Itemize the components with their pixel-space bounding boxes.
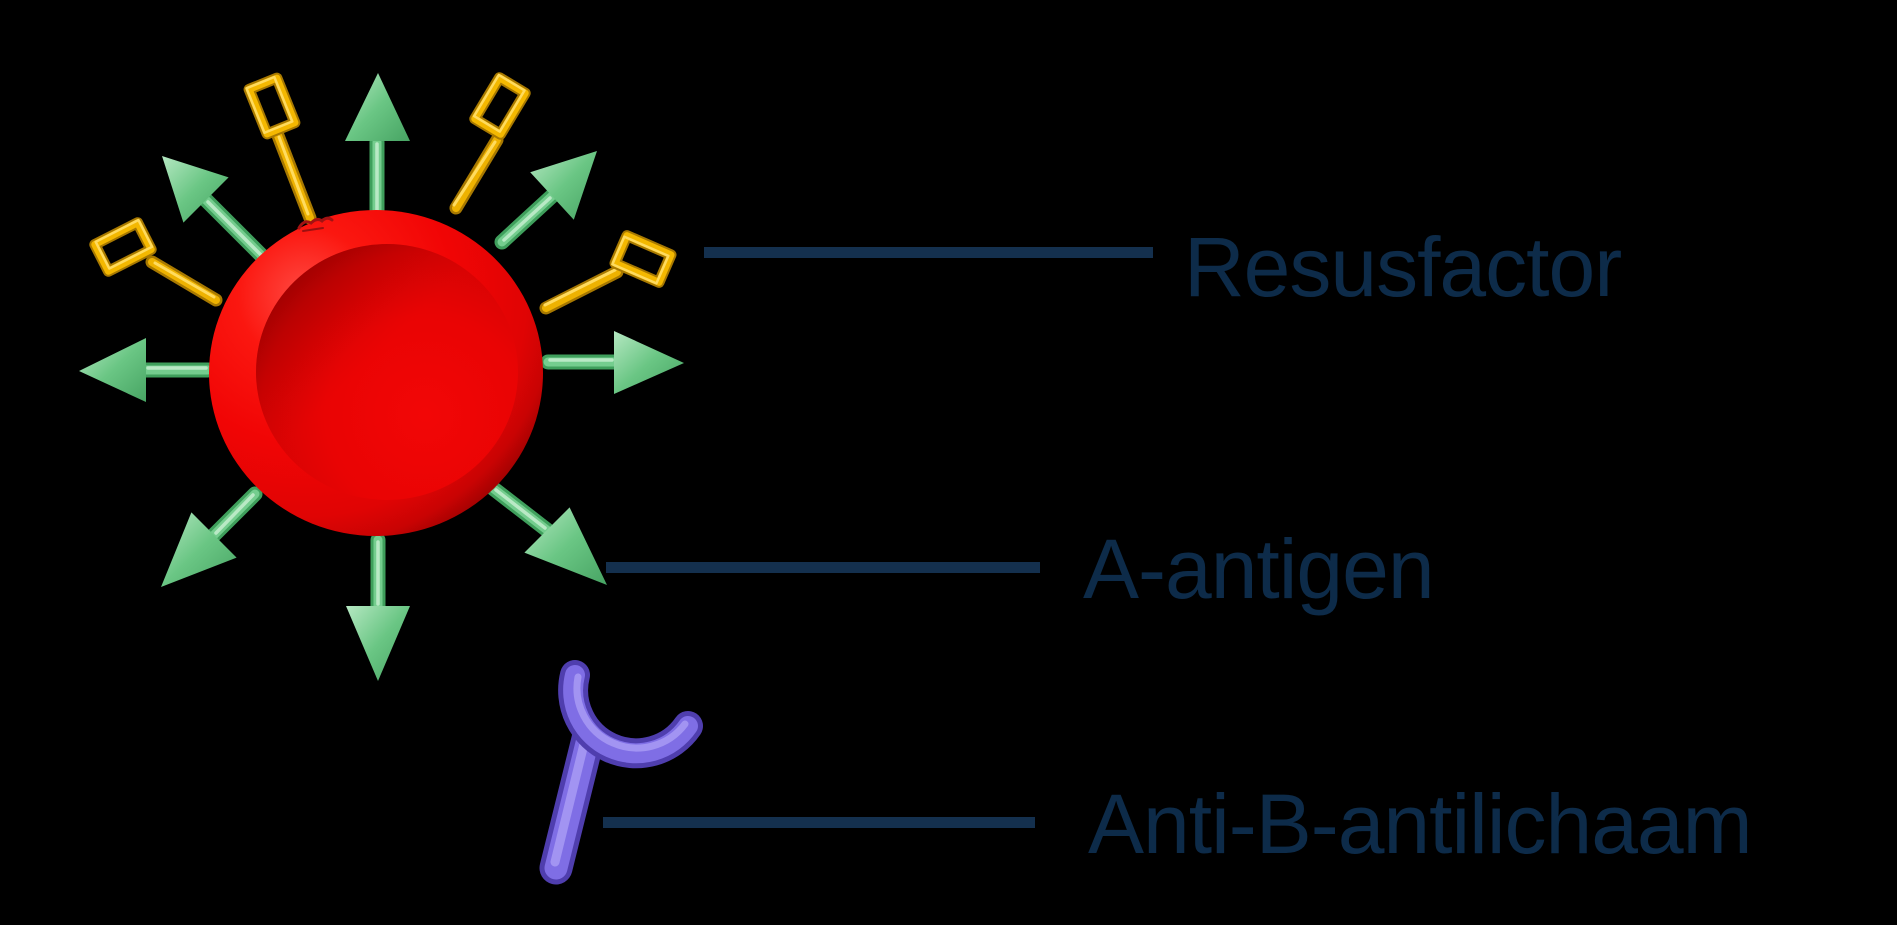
cell-depression-shadow [256,244,518,500]
resus-factor-pin [539,230,677,315]
leader-line-resusfactor [704,247,1153,258]
pin-frame-core [611,232,675,286]
a-antigen-arrow [162,156,271,265]
red-blood-cell [209,210,543,536]
pin-frame-highlight [245,75,294,135]
leader-line-anti-b [603,817,1035,828]
pin-stick-highlight [543,268,617,307]
antigen-arrowhead [161,512,237,587]
antigen-arrowhead [346,606,410,681]
antigen-arrowhead [79,338,146,402]
label-anti-b-antilichaam: Anti-B-antilichaam [1088,777,1752,871]
antigen-arrowhead [614,331,684,394]
label-resusfactor: Resusfactor [1184,220,1621,314]
pin-frame-highlight [94,218,154,270]
antigen-arrowhead [162,156,229,223]
anti-b-antibody [539,660,703,885]
pin-frame-highlight [611,235,670,285]
pin-frame-highlight [472,73,526,133]
antigen-arrowhead [345,73,410,141]
resus-factor-pin [243,72,317,225]
a-antigen-arrow [494,151,597,250]
leader-line-a-antigen [606,562,1040,573]
resus-factor-pins [89,72,677,315]
pin-frame-core [91,219,155,275]
a-antigen-arrow [79,338,216,402]
pin-stick-core [542,268,621,312]
antigen-shaft-highlight [494,488,547,530]
pin-stick-highlight [277,135,310,216]
antigen-arrowhead [530,151,597,220]
pin-frame-core [471,74,529,138]
antigen-shaft-highlight [214,493,255,535]
antigen-arrowhead [524,507,607,585]
antibody-cup-highlight [573,673,689,752]
antibody-cup-core [563,665,698,764]
resus-factor-pin [89,217,223,307]
antibody-stem-highlight [550,735,590,867]
a-antigen-arrows [79,73,684,681]
labels: Resusfactor A-antigen Anti-B-antilichaam [1083,220,1753,871]
a-antigen-arrow [346,532,410,681]
antigen-shaft-highlight [502,196,552,242]
antigen-shaft-highlight [206,200,263,257]
leader-lines [603,247,1153,828]
label-a-antigen: A-antigen [1083,522,1434,616]
a-antigen-arrow [161,486,263,587]
a-antigen-arrow [540,331,684,394]
resus-factor-pin [449,72,531,215]
pin-stick-highlight [452,140,497,207]
pin-stick-highlight [153,261,216,299]
cell-surface-mark-2 [302,227,324,232]
a-antigen-arrow [486,481,607,585]
cell-surface-mark [297,216,334,230]
a-antigen-arrow [345,73,410,224]
pin-frame-core [245,74,299,138]
